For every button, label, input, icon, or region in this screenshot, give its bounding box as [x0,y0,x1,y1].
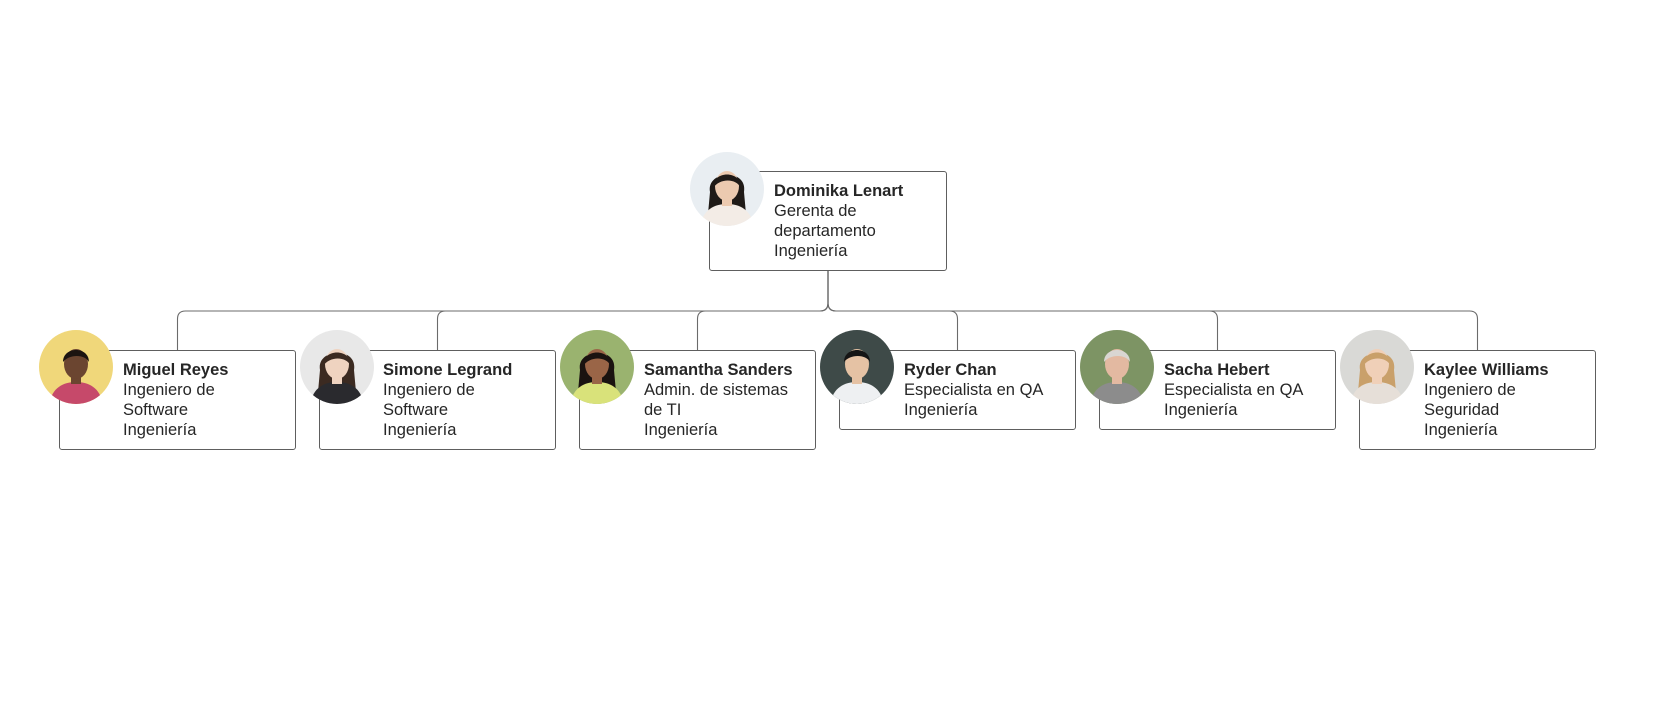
man-portrait-photo [820,330,894,404]
avatar [39,330,113,404]
person-name: Dominika Lenart [774,181,903,201]
department: Ingeniería [644,420,793,440]
job-title-line: Admin. de sistemas [644,380,793,400]
department: Ingeniería [774,241,903,261]
connector-line [698,271,829,350]
job-title-line: Especialista en QA [1164,380,1303,400]
department: Ingeniería [383,420,512,440]
job-title-line: de TI [644,400,793,420]
avatar [300,330,374,404]
job-title-line: Ingeniero de [383,380,512,400]
man-portrait-photo [1080,330,1154,404]
woman-portrait-photo [1340,330,1414,404]
woman-portrait-photo [690,152,764,226]
avatar [820,330,894,404]
person-name: Sacha Hebert [1164,360,1303,380]
avatar [560,330,634,404]
person-name: Simone Legrand [383,360,512,380]
department: Ingeniería [904,400,1043,420]
job-title-line: Ingeniero de [123,380,228,400]
person-name: Kaylee Williams [1424,360,1549,380]
job-title-line: Gerenta de [774,201,903,221]
department: Ingeniería [123,420,228,440]
person-name: Ryder Chan [904,360,1043,380]
job-title-line: Especialista en QA [904,380,1043,400]
department: Ingeniería [1424,420,1549,440]
person-name: Samantha Sanders [644,360,793,380]
job-title-line: Software [383,400,512,420]
man-portrait-photo [39,330,113,404]
person-name: Miguel Reyes [123,360,228,380]
job-title-line: Seguridad [1424,400,1549,420]
job-title-line: departamento [774,221,903,241]
job-title-line: Software [123,400,228,420]
avatar [690,152,764,226]
woman-portrait-photo [560,330,634,404]
job-title-line: Ingeniero de [1424,380,1549,400]
woman-portrait-photo [300,330,374,404]
avatar [1340,330,1414,404]
department: Ingeniería [1164,400,1303,420]
avatar [1080,330,1154,404]
